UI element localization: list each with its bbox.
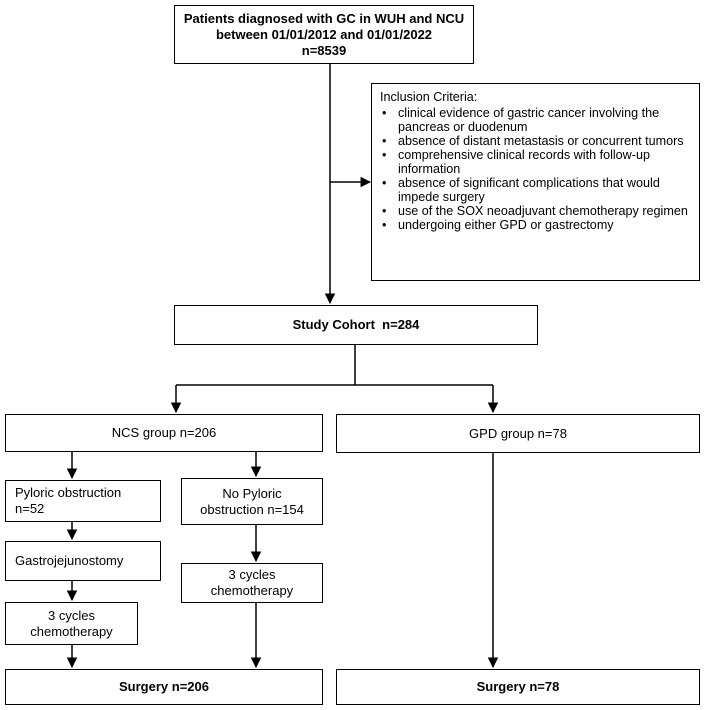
box-pyloric-obstruction: Pyloric obstruction n=52: [5, 480, 161, 522]
ncs-label: NCS group n=206: [111, 425, 217, 440]
inclusion-list: clinical evidence of gastric cancer invo…: [380, 106, 693, 232]
chemo-left-line-1: 3 cycles: [48, 607, 95, 623]
pyloric-line-1: Pyloric obstruction: [15, 485, 122, 500]
inclusion-item: absence of distant metastasis or concurr…: [380, 134, 693, 148]
inclusion-item: comprehensive clinical records with foll…: [380, 148, 693, 176]
box-chemo-left: 3 cycles chemotherapy: [5, 602, 138, 645]
box-no-pyloric-obstruction: No Pyloric obstruction n=154: [181, 478, 323, 525]
box-surgery-ncs: Surgery n=206: [5, 669, 323, 705]
box-gpd-group: GPD group n=78: [336, 414, 700, 453]
chemo-right-line-2: chemotherapy: [210, 583, 294, 598]
box-patients-diagnosed: Patients diagnosed with GC in WUH and NC…: [174, 5, 474, 64]
chemo-right-line-1: 3 cycles: [228, 567, 276, 582]
box-chemo-right: 3 cycles chemotherapy: [181, 563, 323, 603]
no-pyloric-line-2: obstruction n=154: [200, 501, 304, 517]
patients-line-1: Patients diagnosed with GC in WUH and NC…: [183, 10, 465, 26]
inclusion-item: absence of significant complications tha…: [380, 176, 693, 204]
inclusion-item: use of the SOX neoadjuvant chemotherapy …: [380, 204, 693, 218]
box-inclusion-criteria: Inclusion Criteria: clinical evidence of…: [371, 83, 700, 281]
gastro-label: Gastrojejunostomy: [15, 553, 124, 568]
surgery-gpd-label: Surgery n=78: [476, 679, 560, 694]
chemo-left-line-2: chemotherapy: [30, 623, 113, 639]
no-pyloric-line-1: No Pyloric: [222, 485, 282, 501]
pyloric-line-2: n=52: [15, 501, 45, 516]
box-ncs-group: NCS group n=206: [5, 414, 323, 452]
inclusion-item: undergoing either GPD or gastrectomy: [380, 218, 693, 232]
inclusion-title: Inclusion Criteria:: [380, 90, 478, 104]
surgery-ncs-label: Surgery n=206: [119, 679, 209, 694]
box-surgery-gpd: Surgery n=78: [336, 669, 700, 705]
inclusion-item: clinical evidence of gastric cancer invo…: [380, 106, 693, 134]
cohort-label: Study Cohort n=284: [292, 317, 420, 332]
box-study-cohort: Study Cohort n=284: [174, 305, 538, 345]
gpd-label: GPD group n=78: [469, 425, 567, 441]
patients-line-3: n=8539: [301, 42, 347, 58]
patients-line-2: between 01/01/2012 and 01/01/2022: [215, 26, 433, 42]
box-gastrojejunostomy: Gastrojejunostomy: [5, 541, 161, 581]
